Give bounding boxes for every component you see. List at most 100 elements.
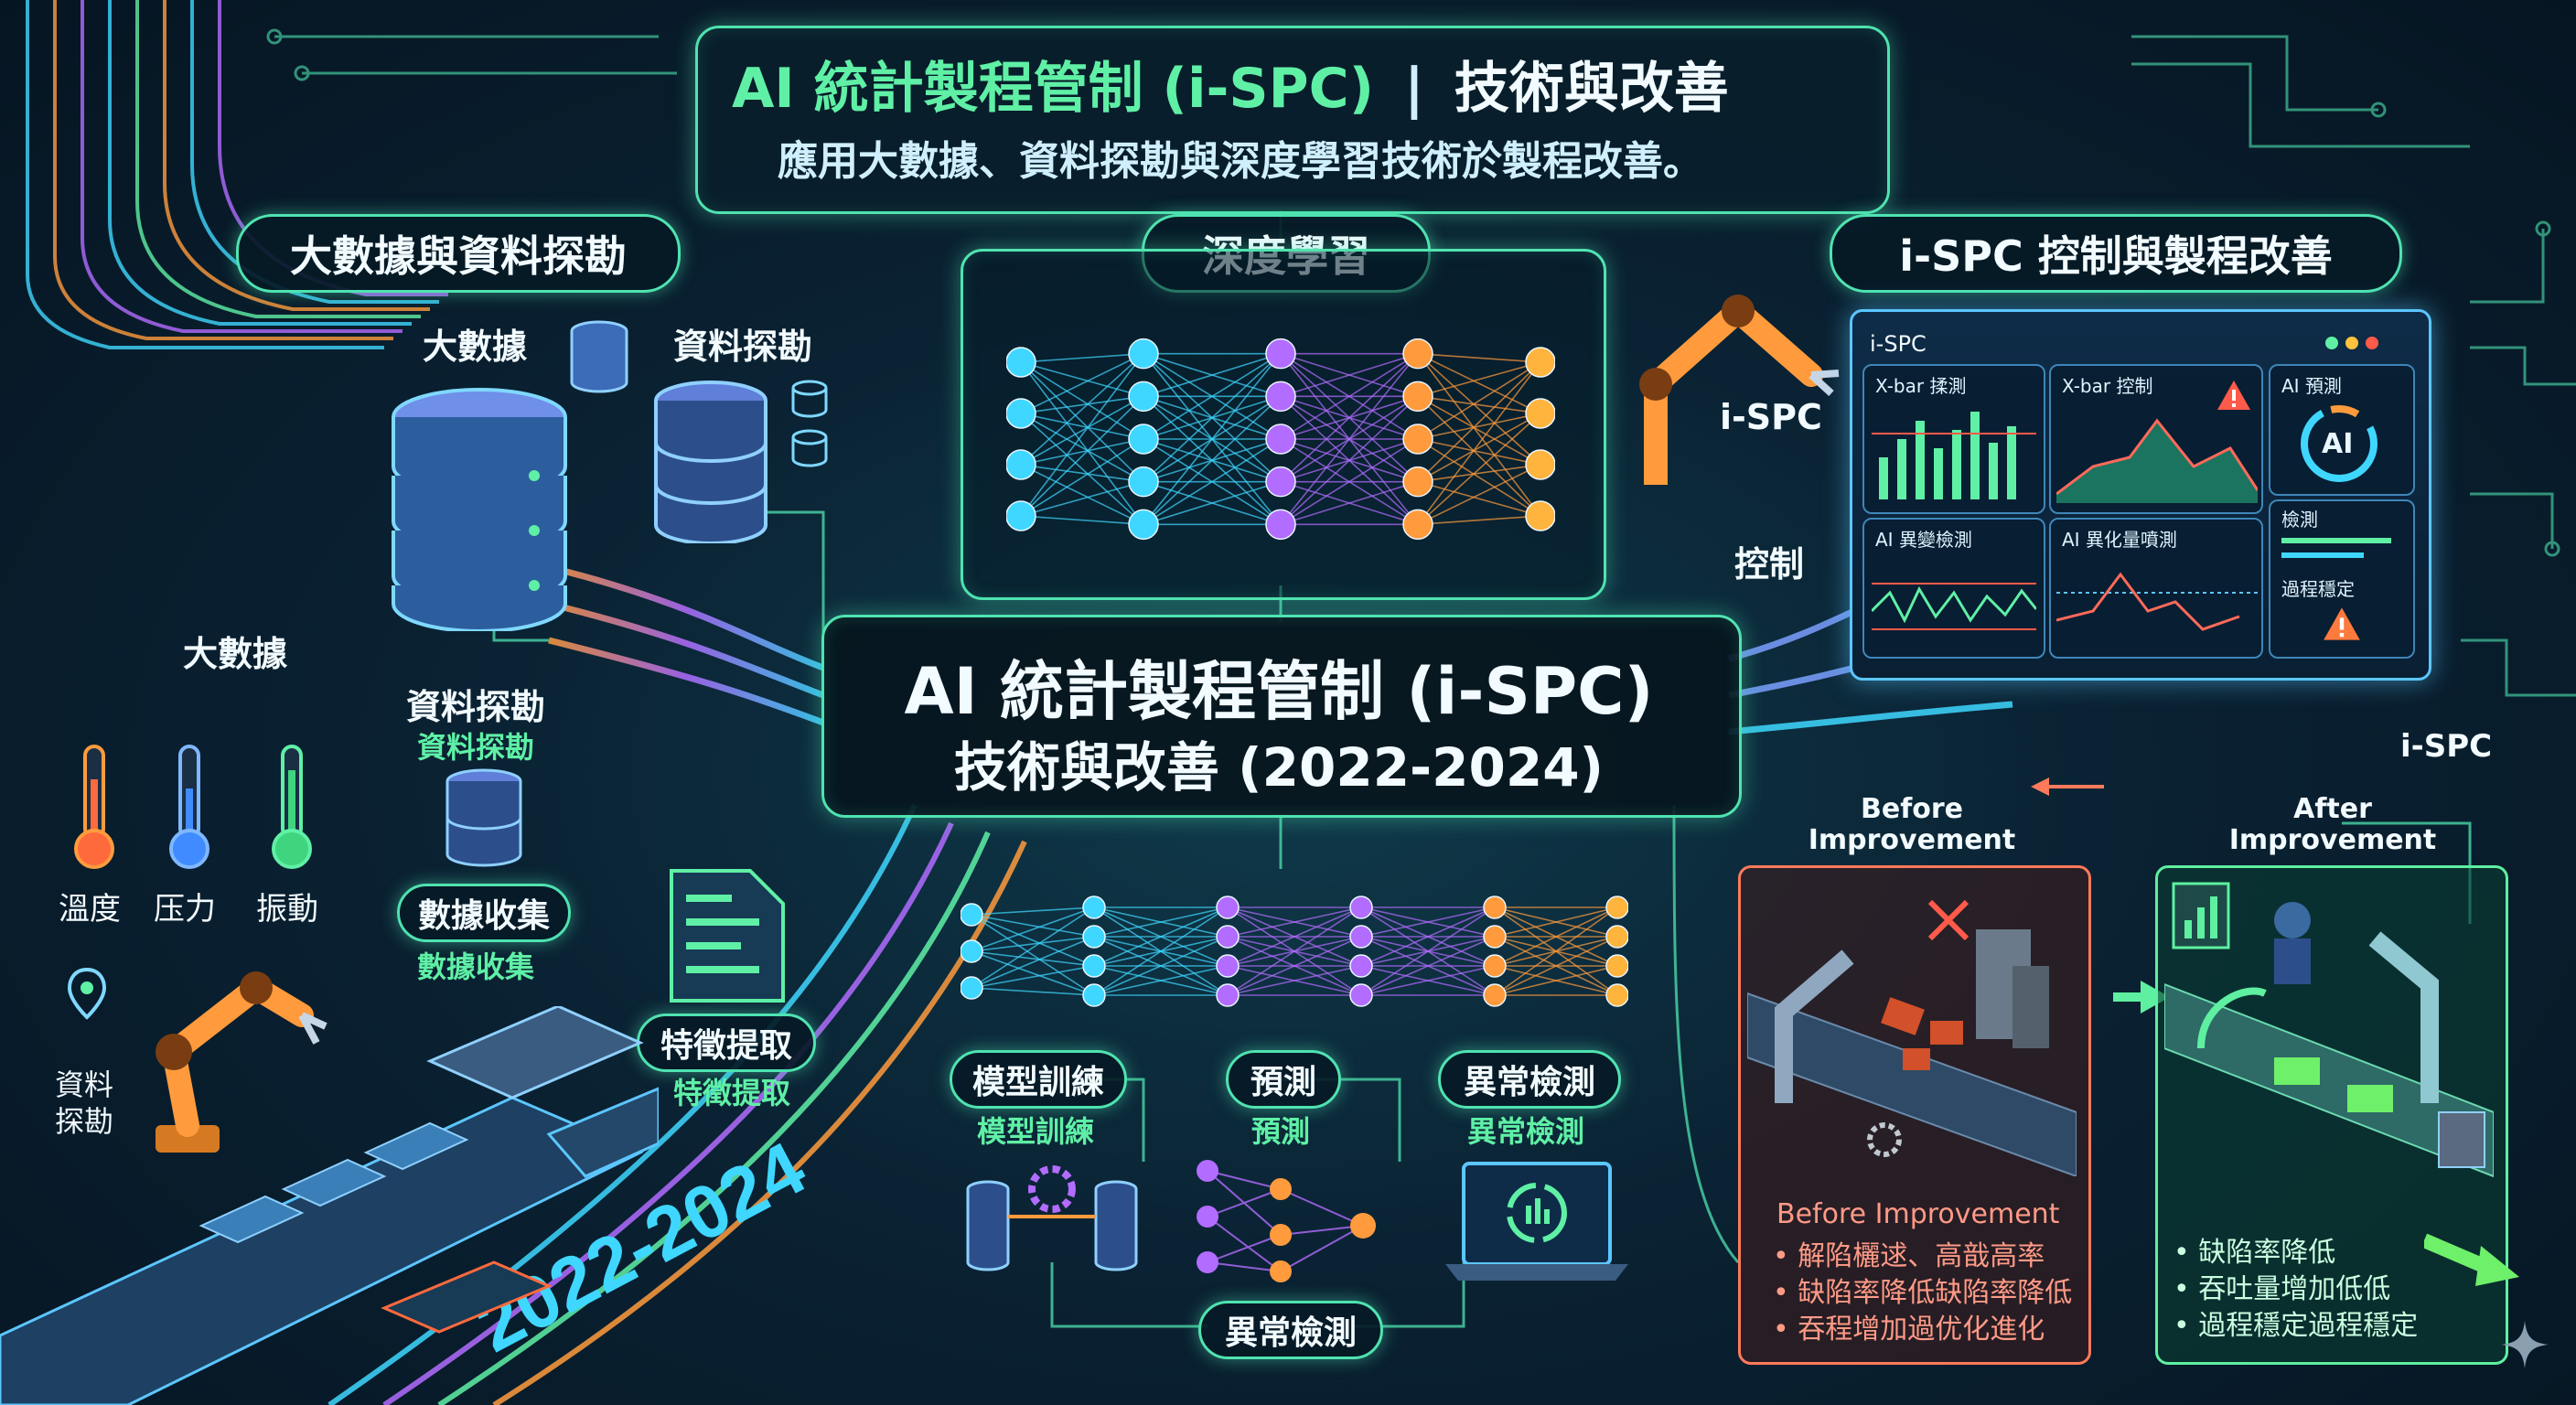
after-title: After Improvement xyxy=(2228,793,2437,856)
nn-node xyxy=(1402,424,1433,455)
nn-edge xyxy=(1494,936,1618,996)
nn-edge xyxy=(1417,464,1541,526)
predict-network-icon xyxy=(1197,1160,1376,1282)
header-title-sep: | xyxy=(1403,57,1424,121)
nn-node xyxy=(1128,381,1159,413)
nn-node xyxy=(1216,954,1240,978)
nn-node xyxy=(961,903,983,927)
nn-node xyxy=(1128,338,1159,370)
mining-mid-database-icon xyxy=(445,768,522,867)
nn-edge xyxy=(1280,352,1419,440)
warning-icon-2 xyxy=(2324,607,2360,640)
nn-edge xyxy=(1093,906,1229,996)
anomaly-sublabel: 異常檢測 xyxy=(1467,1114,1585,1149)
predict-pill: 預測 xyxy=(1226,1050,1341,1109)
nn-edge xyxy=(971,914,1095,967)
nn-edge xyxy=(1280,353,1419,483)
side-bar-2 xyxy=(2281,552,2364,558)
window-dot-green xyxy=(2325,337,2338,349)
collect-pill: 數據收集 xyxy=(397,884,571,942)
nn-node xyxy=(1006,449,1036,480)
nn-node xyxy=(1216,896,1240,919)
nn-node xyxy=(1082,954,1106,978)
nn-edge xyxy=(1227,906,1362,996)
nn-node xyxy=(1082,896,1106,919)
nn-edge xyxy=(1020,395,1144,414)
mining-left-label: 資料 探勘 xyxy=(55,1067,114,1139)
nn-node xyxy=(961,976,983,1000)
nn-node xyxy=(1525,398,1555,429)
nn-edge xyxy=(1020,438,1144,517)
nn-node xyxy=(1605,954,1628,978)
nn-edge xyxy=(1020,352,1144,363)
card-ai-anomaly: AI 異變檢測 xyxy=(1862,518,2045,659)
nn-edge xyxy=(1020,413,1144,525)
nn-edge xyxy=(1143,353,1282,483)
ispc-label: i-SPC xyxy=(1720,397,1822,437)
nn-node xyxy=(1128,466,1159,498)
nn-edge xyxy=(971,936,1095,952)
nn-node xyxy=(1006,347,1036,378)
vibration-sensor-icon xyxy=(272,745,312,869)
nn-node xyxy=(1082,925,1106,949)
after-item-2: • 吞吐量增加低低 xyxy=(2174,1273,2391,1305)
before-title: Before Improvement xyxy=(1808,793,2016,856)
nn-edge xyxy=(1093,965,1229,996)
nn-edge xyxy=(1360,906,1496,938)
nn-edge xyxy=(1417,413,1541,483)
nn-edge xyxy=(1143,395,1282,525)
warning-icon xyxy=(2217,381,2250,410)
nn-edge xyxy=(1417,361,1541,398)
ai-gauge-icon xyxy=(2301,405,2377,482)
nn-edge xyxy=(1417,361,1541,525)
nn-node xyxy=(1483,896,1507,919)
after-item-3: • 過程穩定過程穩定 xyxy=(2174,1310,2419,1342)
nn-node xyxy=(1265,338,1296,370)
nn-edge xyxy=(1417,395,1541,517)
anomaly-pill: 異常檢測 xyxy=(1438,1050,1621,1109)
map-pin-icon xyxy=(67,967,107,1020)
nn-node xyxy=(1483,983,1507,1007)
nn-edge xyxy=(1093,936,1229,996)
nn-edge xyxy=(1360,906,1496,967)
laptop-chart-icon xyxy=(1445,1162,1628,1281)
header-panel xyxy=(695,26,1890,214)
nn-edge xyxy=(1280,353,1419,525)
nn-edge xyxy=(971,906,1095,916)
sparkle-icon xyxy=(2501,1321,2549,1368)
nn-edge xyxy=(1360,965,1496,996)
nn-edge xyxy=(1020,464,1144,483)
nn-edge xyxy=(1280,352,1419,398)
train-pill: 模型訓練 xyxy=(950,1050,1127,1109)
conveyor-left xyxy=(0,1006,659,1405)
nn-edge xyxy=(1020,352,1144,414)
nn-node xyxy=(1525,347,1555,378)
neural-network-top xyxy=(1006,338,1555,541)
nn-node xyxy=(1525,449,1555,480)
collect-sublabel: 數據收集 xyxy=(417,949,535,984)
nn-edge xyxy=(1020,438,1144,466)
green-arrow-icon xyxy=(2424,1233,2519,1286)
section-title-right: i-SPC 控制與製程改善 xyxy=(1830,214,2402,293)
training-gear-db-icon xyxy=(966,1165,1138,1271)
nn-edge xyxy=(971,950,1095,967)
nn-edge xyxy=(1417,464,1541,483)
bar-chart-icon xyxy=(1872,412,2036,499)
monitor-title: i-SPC xyxy=(1870,331,1927,357)
nn-node xyxy=(1605,896,1628,919)
nn-edge xyxy=(1020,413,1144,440)
nn-node xyxy=(1216,983,1240,1007)
nn-node xyxy=(1483,925,1507,949)
neural-network-bottom xyxy=(961,896,1628,1007)
robot-arm-right-icon xyxy=(1639,295,1840,485)
pressure-sensor-icon xyxy=(169,745,209,869)
nn-node xyxy=(1265,424,1296,455)
mining-mid-label: 資料探勘 xyxy=(406,687,546,727)
nn-edge xyxy=(971,965,1095,989)
nn-node xyxy=(1006,500,1036,531)
mining-mid-sublabel: 資料探勘 xyxy=(417,730,535,765)
after-factory-scene xyxy=(2164,882,2494,1178)
nn-node xyxy=(961,939,983,963)
nn-edge xyxy=(1020,413,1144,483)
nn-node xyxy=(1128,509,1159,541)
